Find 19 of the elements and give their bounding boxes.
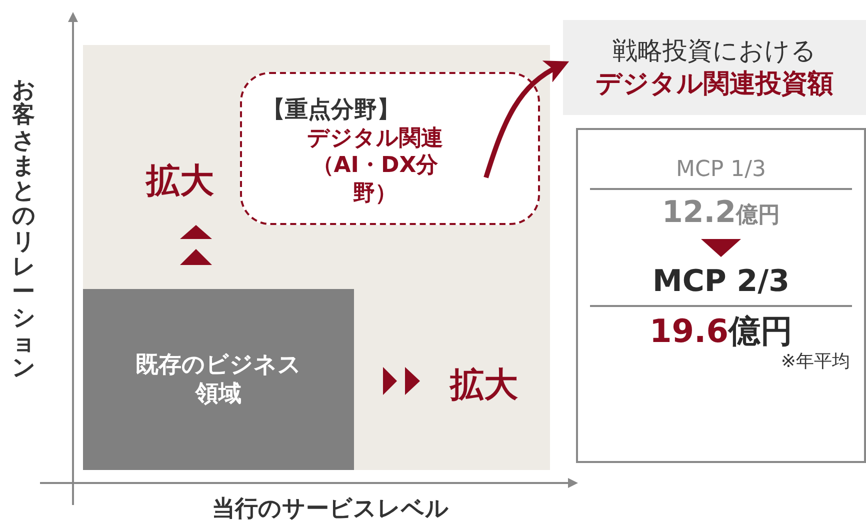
growth-label: 拡大 (450, 364, 518, 407)
amount-text: 12.2億円 (662, 194, 780, 231)
title-text: デジタル関連投資額 (596, 68, 834, 100)
period-text: MCP 2/3 (652, 263, 790, 300)
title-panel (563, 20, 866, 115)
box-label: 既存のビジネス領域 (134, 350, 302, 408)
focus-text: デジタル関連（AI・DX分野） (306, 124, 444, 208)
note-text: ※年平均 (780, 350, 850, 373)
focus-area-box (240, 72, 540, 225)
growth-label: 拡大 (146, 160, 214, 203)
curved-arrow (484, 60, 569, 178)
axis-title: お客さまとのリレーション (12, 78, 35, 382)
amount-text: 19.6億円 (650, 310, 792, 350)
value-panel (576, 128, 866, 463)
heading: 【重点分野】 (262, 96, 400, 125)
period-text: MCP 1/3 (676, 156, 766, 184)
axis-title: 当行のサービスレベル (212, 495, 449, 524)
title-text: 戦略投資における (612, 34, 816, 66)
existing-business-box (83, 289, 354, 470)
